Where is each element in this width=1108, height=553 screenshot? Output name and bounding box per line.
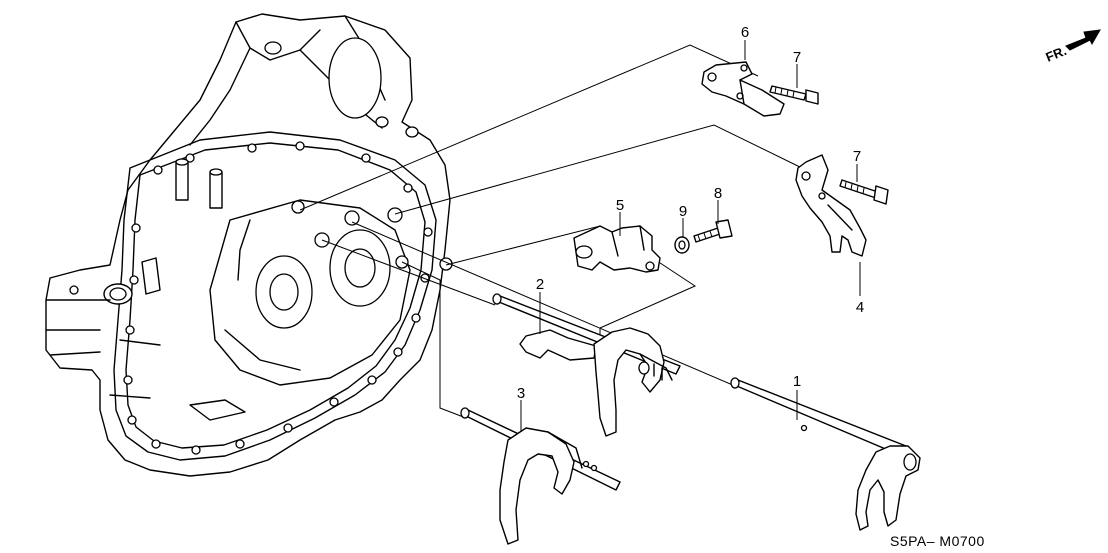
bolt-7-lower [839, 179, 889, 205]
callout-3: 3 [517, 385, 525, 402]
callout-9: 9 [679, 203, 687, 220]
washer-9 [674, 236, 690, 254]
callout-leaders [520, 40, 861, 432]
callout-4: 4 [856, 299, 864, 316]
transmission-housing [45, 13, 453, 477]
shift-fork-3 [460, 407, 621, 545]
front-arrow-icon [1065, 29, 1101, 51]
shift-bracket-6 [701, 61, 785, 117]
callout-8: 8 [714, 185, 722, 202]
interlock-5 [573, 225, 661, 273]
callout-5: 5 [616, 197, 624, 214]
bolt-7-upper [769, 85, 819, 105]
callout-6: 6 [741, 24, 749, 41]
bolt-8 [693, 219, 733, 243]
callout-1: 1 [793, 373, 801, 390]
shift-fork-1 [730, 377, 921, 531]
front-direction-indicator: FR. [1044, 29, 1101, 65]
shift-lever-4 [795, 154, 867, 257]
callout-2: 2 [536, 276, 544, 293]
callout-7-lower: 7 [853, 148, 861, 165]
assembly-lines [299, 44, 807, 419]
callout-7-upper: 7 [793, 49, 801, 66]
callout-labels: 1 2 3 4 5 6 7 7 8 9 [517, 24, 864, 402]
direction-label: FR. [1044, 43, 1069, 65]
diagram-code: S5PA– M0700 [890, 533, 985, 549]
